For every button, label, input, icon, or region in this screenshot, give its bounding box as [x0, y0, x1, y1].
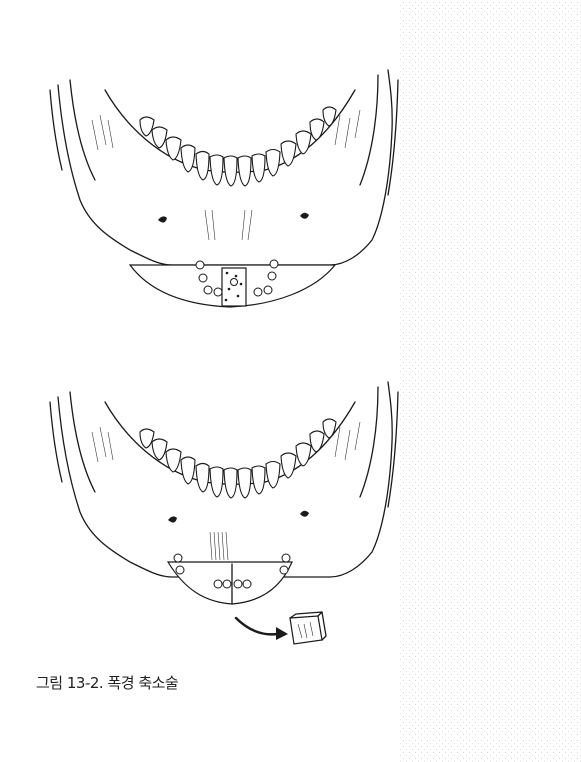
- figure-panel-bottom: [0, 372, 581, 662]
- figure-caption: 그림 13-2. 폭경 축소술: [36, 672, 178, 693]
- teeth-bottom: [140, 419, 336, 498]
- removed-bone-block: [290, 612, 326, 644]
- mandible-illustration-bottom: [0, 372, 581, 662]
- figure-panel-top: [0, 60, 581, 350]
- teeth-top: [140, 107, 336, 186]
- mandible-illustration-top: [0, 60, 581, 350]
